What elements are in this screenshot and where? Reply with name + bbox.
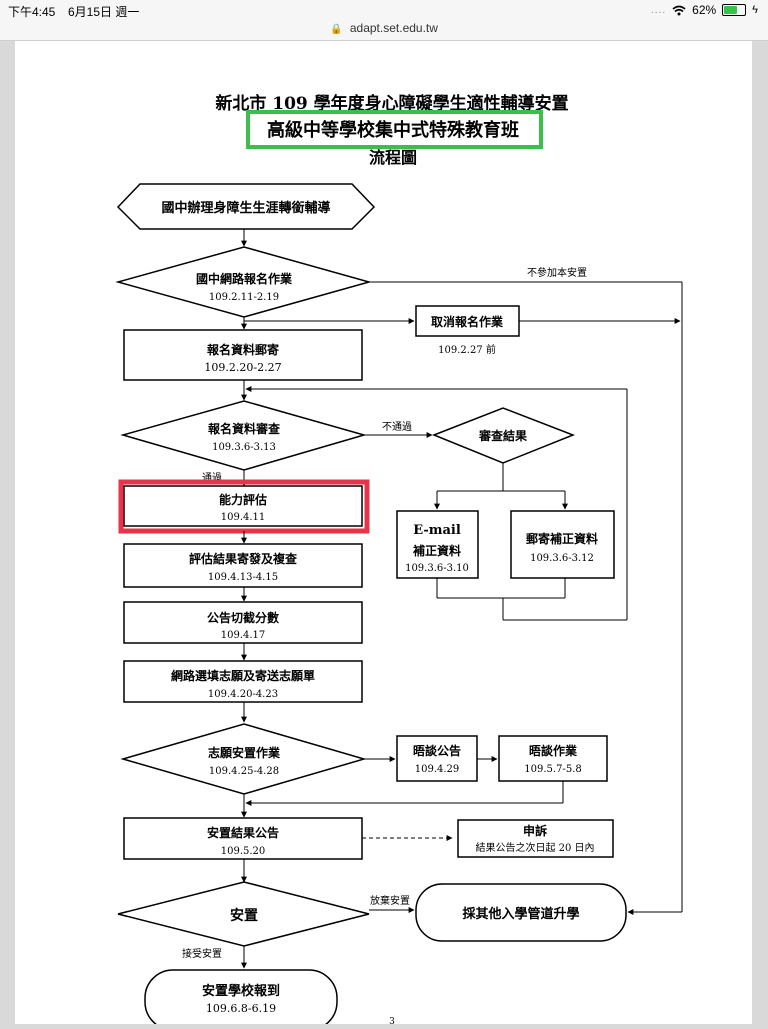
- cancel-node: [415, 305, 520, 337]
- email-fix-label-2: 補正資料: [412, 543, 461, 558]
- lock-icon: 🔒: [330, 24, 343, 35]
- appeal-label: 申訴: [523, 823, 547, 838]
- battery-icon: [722, 4, 747, 16]
- email-fix-label-1: E-mail: [413, 523, 461, 538]
- review-result-label: 審查結果: [478, 428, 527, 443]
- eval-result-date: 109.4.13-4.15: [208, 572, 278, 583]
- mail-label: 報名資料郵寄: [207, 342, 279, 357]
- online-choice-date: 109.4.20-4.23: [208, 689, 278, 700]
- cutoff-date: 109.4.17: [221, 630, 266, 641]
- interview-notice-node: [396, 735, 478, 782]
- placement-op-label: 志願安置作業: [208, 745, 281, 760]
- report-node: [144, 969, 338, 1029]
- flowchart: 新北市 109 學年度身心障礙學生適性輔導安置 高級中等學校集中式特殊教育班 流…: [115, 93, 683, 1029]
- post-fix-label: 郵寄補正資料: [526, 531, 598, 546]
- start-label: 國中辦理身障生生涯轉銜輔導: [161, 200, 330, 216]
- signal-icon: ....: [651, 4, 667, 16]
- review-date: 109.3.6-3.13: [212, 442, 276, 453]
- status-bar: 下午4:45 6月15日 週一 .... 62% ϟ: [0, 0, 768, 20]
- interview-notice-label: 晤談公告: [413, 743, 461, 758]
- result-notice-date: 109.5.20: [221, 846, 266, 857]
- online-reg-date: 109.2.11-2.19: [209, 292, 279, 303]
- placement-node: [117, 881, 370, 947]
- ability-node: [123, 485, 363, 527]
- start-node: [116, 183, 376, 230]
- email-fix-node: [396, 510, 479, 579]
- interview-notice-date: 109.4.29: [415, 764, 460, 775]
- fail-label: 不通過: [382, 421, 412, 433]
- charging-icon: ϟ: [752, 4, 758, 16]
- other-node: [415, 883, 627, 942]
- status-date: 6月15日 週一: [68, 5, 140, 19]
- placement-label: 安置: [230, 907, 258, 924]
- post-fix-date: 109.3.6-3.12: [530, 553, 594, 564]
- give-up-label: 放棄安置: [370, 894, 410, 907]
- placement-op-date: 109.4.25-4.28: [209, 766, 279, 777]
- appeal-node: [457, 819, 614, 858]
- result-notice-label: 安置結果公告: [207, 825, 279, 840]
- cutoff-label: 公告切截分數: [207, 610, 279, 625]
- mail-date: 109.2.20-2.27: [204, 361, 281, 374]
- status-right: .... 62% ϟ: [651, 3, 758, 17]
- accept-label: 接受安置: [182, 947, 222, 960]
- appeal-note: 結果公告之次日起 20 日內: [475, 841, 594, 854]
- doc-title-1: 新北市 109 學年度身心障礙學生適性輔導安置: [215, 93, 568, 114]
- cutoff-node: [123, 601, 363, 644]
- url-bar[interactable]: 🔒 adapt.set.edu.tw: [0, 20, 768, 41]
- eval-result-label: 評估結果寄發及複查: [189, 551, 298, 566]
- title-highlight-box: [246, 110, 543, 149]
- doc-title-3: 流程圖: [369, 148, 417, 167]
- url-text: adapt.set.edu.tw: [349, 21, 438, 35]
- ability-date: 109.4.11: [221, 512, 266, 523]
- interview-op-date: 109.5.7-5.8: [524, 764, 581, 775]
- status-time: 下午4:45: [8, 5, 56, 19]
- interview-op-label: 晤談作業: [529, 743, 578, 758]
- interview-op-node: [498, 735, 608, 782]
- review-label: 報名資料審查: [208, 421, 281, 436]
- cancel-date: 109.2.27 前: [438, 343, 496, 356]
- cancel-label: 取消報名作業: [431, 314, 504, 329]
- battery-fill: [724, 6, 737, 14]
- not-join-label: 不參加本安置: [527, 266, 587, 279]
- mail-node: [123, 329, 363, 381]
- online-reg-label: 國中網路報名作業: [196, 271, 293, 286]
- post-fix-node: [510, 510, 615, 579]
- report-label: 安置學校報到: [202, 983, 280, 999]
- wifi-icon: [672, 5, 686, 15]
- result-notice-node: [123, 817, 363, 860]
- online-choice-node: [123, 660, 363, 703]
- online-choice-label: 網路選填志願及寄送志願單: [171, 668, 315, 683]
- email-fix-date: 109.3.6-3.10: [405, 563, 469, 574]
- review-result-node: [431, 407, 576, 464]
- battery-percent: 62%: [692, 3, 717, 17]
- doc-title-2: 高級中等學校集中式特殊教育班: [267, 119, 519, 141]
- page-number: 3: [389, 1017, 395, 1024]
- other-label: 採其他入學管道升學: [462, 906, 579, 922]
- ability-label: 能力評估: [219, 492, 267, 507]
- document-page: 新北市 109 學年度身心障礙學生適性輔導安置 高級中等學校集中式特殊教育班 流…: [15, 41, 752, 1029]
- eval-result-node: [123, 543, 363, 588]
- report-date: 109.6.8-6.19: [206, 1002, 276, 1015]
